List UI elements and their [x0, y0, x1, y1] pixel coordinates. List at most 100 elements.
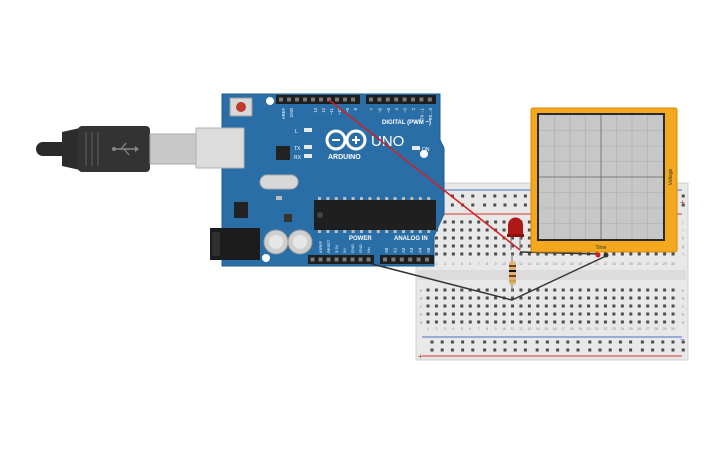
breadboard-hole[interactable] [519, 296, 523, 300]
breadboard-hole[interactable] [494, 220, 498, 224]
breadboard-hole[interactable] [629, 252, 633, 256]
breadboard-hole[interactable] [620, 296, 624, 300]
breadboard-hole[interactable] [637, 320, 641, 324]
breadboard-hole[interactable] [443, 244, 447, 248]
breadboard-hole[interactable] [663, 252, 667, 256]
breadboard-hole[interactable] [536, 304, 540, 308]
breadboard-hole[interactable] [612, 304, 616, 308]
rail-hole[interactable] [483, 194, 487, 198]
breadboard-hole[interactable] [477, 320, 481, 324]
rail-hole[interactable] [651, 340, 655, 344]
breadboard-hole[interactable] [468, 320, 472, 324]
rail-hole[interactable] [598, 348, 602, 352]
breadboard-hole[interactable] [519, 304, 523, 308]
rail-hole[interactable] [483, 340, 487, 344]
breadboard-hole[interactable] [553, 320, 557, 324]
breadboard-hole[interactable] [460, 236, 464, 240]
breadboard-hole[interactable] [671, 304, 675, 308]
breadboard-hole[interactable] [536, 288, 540, 292]
breadboard-hole[interactable] [544, 320, 548, 324]
breadboard-hole[interactable] [494, 312, 498, 316]
breadboard-hole[interactable] [434, 244, 438, 248]
rail-hole[interactable] [440, 340, 444, 344]
breadboard-hole[interactable] [603, 296, 607, 300]
breadboard-hole[interactable] [578, 304, 582, 308]
header-pin[interactable] [416, 257, 421, 262]
header-pin[interactable] [319, 97, 323, 102]
breadboard-hole[interactable] [477, 228, 481, 232]
breadboard-hole[interactable] [620, 320, 624, 324]
breadboard-hole[interactable] [637, 288, 641, 292]
rail-hole[interactable] [681, 340, 685, 344]
breadboard-hole[interactable] [485, 228, 489, 232]
breadboard-hole[interactable] [485, 244, 489, 248]
breadboard-hole[interactable] [451, 228, 455, 232]
header-pin[interactable] [350, 257, 355, 262]
breadboard-hole[interactable] [553, 304, 557, 308]
breadboard-hole[interactable] [629, 320, 633, 324]
breadboard-hole[interactable] [646, 312, 650, 316]
breadboard-hole[interactable] [629, 288, 633, 292]
breadboard-hole[interactable] [468, 252, 472, 256]
breadboard-hole[interactable] [637, 252, 641, 256]
breadboard-hole[interactable] [468, 228, 472, 232]
rail-hole[interactable] [523, 348, 527, 352]
header-pin[interactable] [366, 257, 371, 262]
breadboard-hole[interactable] [612, 312, 616, 316]
rail-hole[interactable] [450, 203, 454, 207]
rail-hole[interactable] [535, 340, 539, 344]
header-pin[interactable] [408, 257, 413, 262]
header-pin[interactable] [334, 257, 339, 262]
breadboard-hole[interactable] [620, 312, 624, 316]
bottom-power-rail[interactable] [430, 340, 685, 352]
header-pin[interactable] [335, 97, 339, 102]
rail-hole[interactable] [513, 194, 517, 198]
header-pin[interactable] [394, 97, 399, 102]
breadboard-hole[interactable] [527, 288, 531, 292]
header-pin[interactable] [326, 257, 331, 262]
breadboard-hole[interactable] [527, 296, 531, 300]
breadboard-hole[interactable] [536, 252, 540, 256]
rail-hole[interactable] [523, 340, 527, 344]
breadboard-hole[interactable] [587, 320, 591, 324]
breadboard-hole[interactable] [561, 320, 565, 324]
breadboard-hole[interactable] [561, 288, 565, 292]
breadboard-hole[interactable] [527, 220, 531, 224]
rail-hole[interactable] [450, 340, 454, 344]
breadboard-hole[interactable] [527, 228, 531, 232]
breadboard-hole[interactable] [502, 304, 506, 308]
red-wire-pin13-to-led[interactable] [328, 99, 521, 251]
breadboard-hole[interactable] [578, 312, 582, 316]
reset-button-cap[interactable] [236, 102, 246, 112]
breadboard-hole[interactable] [663, 320, 667, 324]
breadboard-hole[interactable] [646, 288, 650, 292]
breadboard-hole[interactable] [468, 312, 472, 316]
breadboard-hole[interactable] [519, 244, 523, 248]
breadboard-hole[interactable] [426, 312, 430, 316]
breadboard-hole[interactable] [612, 252, 616, 256]
breadboard-hole[interactable] [654, 312, 658, 316]
breadboard-hole[interactable] [570, 312, 574, 316]
breadboard-hole[interactable] [570, 288, 574, 292]
breadboard-hole[interactable] [451, 252, 455, 256]
breadboard-hole[interactable] [553, 312, 557, 316]
rail-hole[interactable] [588, 340, 592, 344]
header-pin[interactable] [327, 97, 331, 102]
breadboard-hole[interactable] [494, 252, 498, 256]
breadboard-hole[interactable] [502, 244, 506, 248]
breadboard-hole[interactable] [629, 304, 633, 308]
breadboard-hole[interactable] [527, 244, 531, 248]
breadboard-hole[interactable] [603, 304, 607, 308]
breadboard-hole[interactable] [620, 304, 624, 308]
breadboard-hole[interactable] [654, 304, 658, 308]
rail-hole[interactable] [629, 340, 633, 344]
breadboard-hole[interactable] [485, 296, 489, 300]
breadboard-hole[interactable] [587, 296, 591, 300]
breadboard-hole[interactable] [477, 288, 481, 292]
breadboard-hole[interactable] [485, 320, 489, 324]
oscilloscope[interactable]: Time Voltage [530, 107, 678, 258]
breadboard-hole[interactable] [443, 228, 447, 232]
breadboard-hole[interactable] [527, 236, 531, 240]
breadboard-hole[interactable] [587, 312, 591, 316]
